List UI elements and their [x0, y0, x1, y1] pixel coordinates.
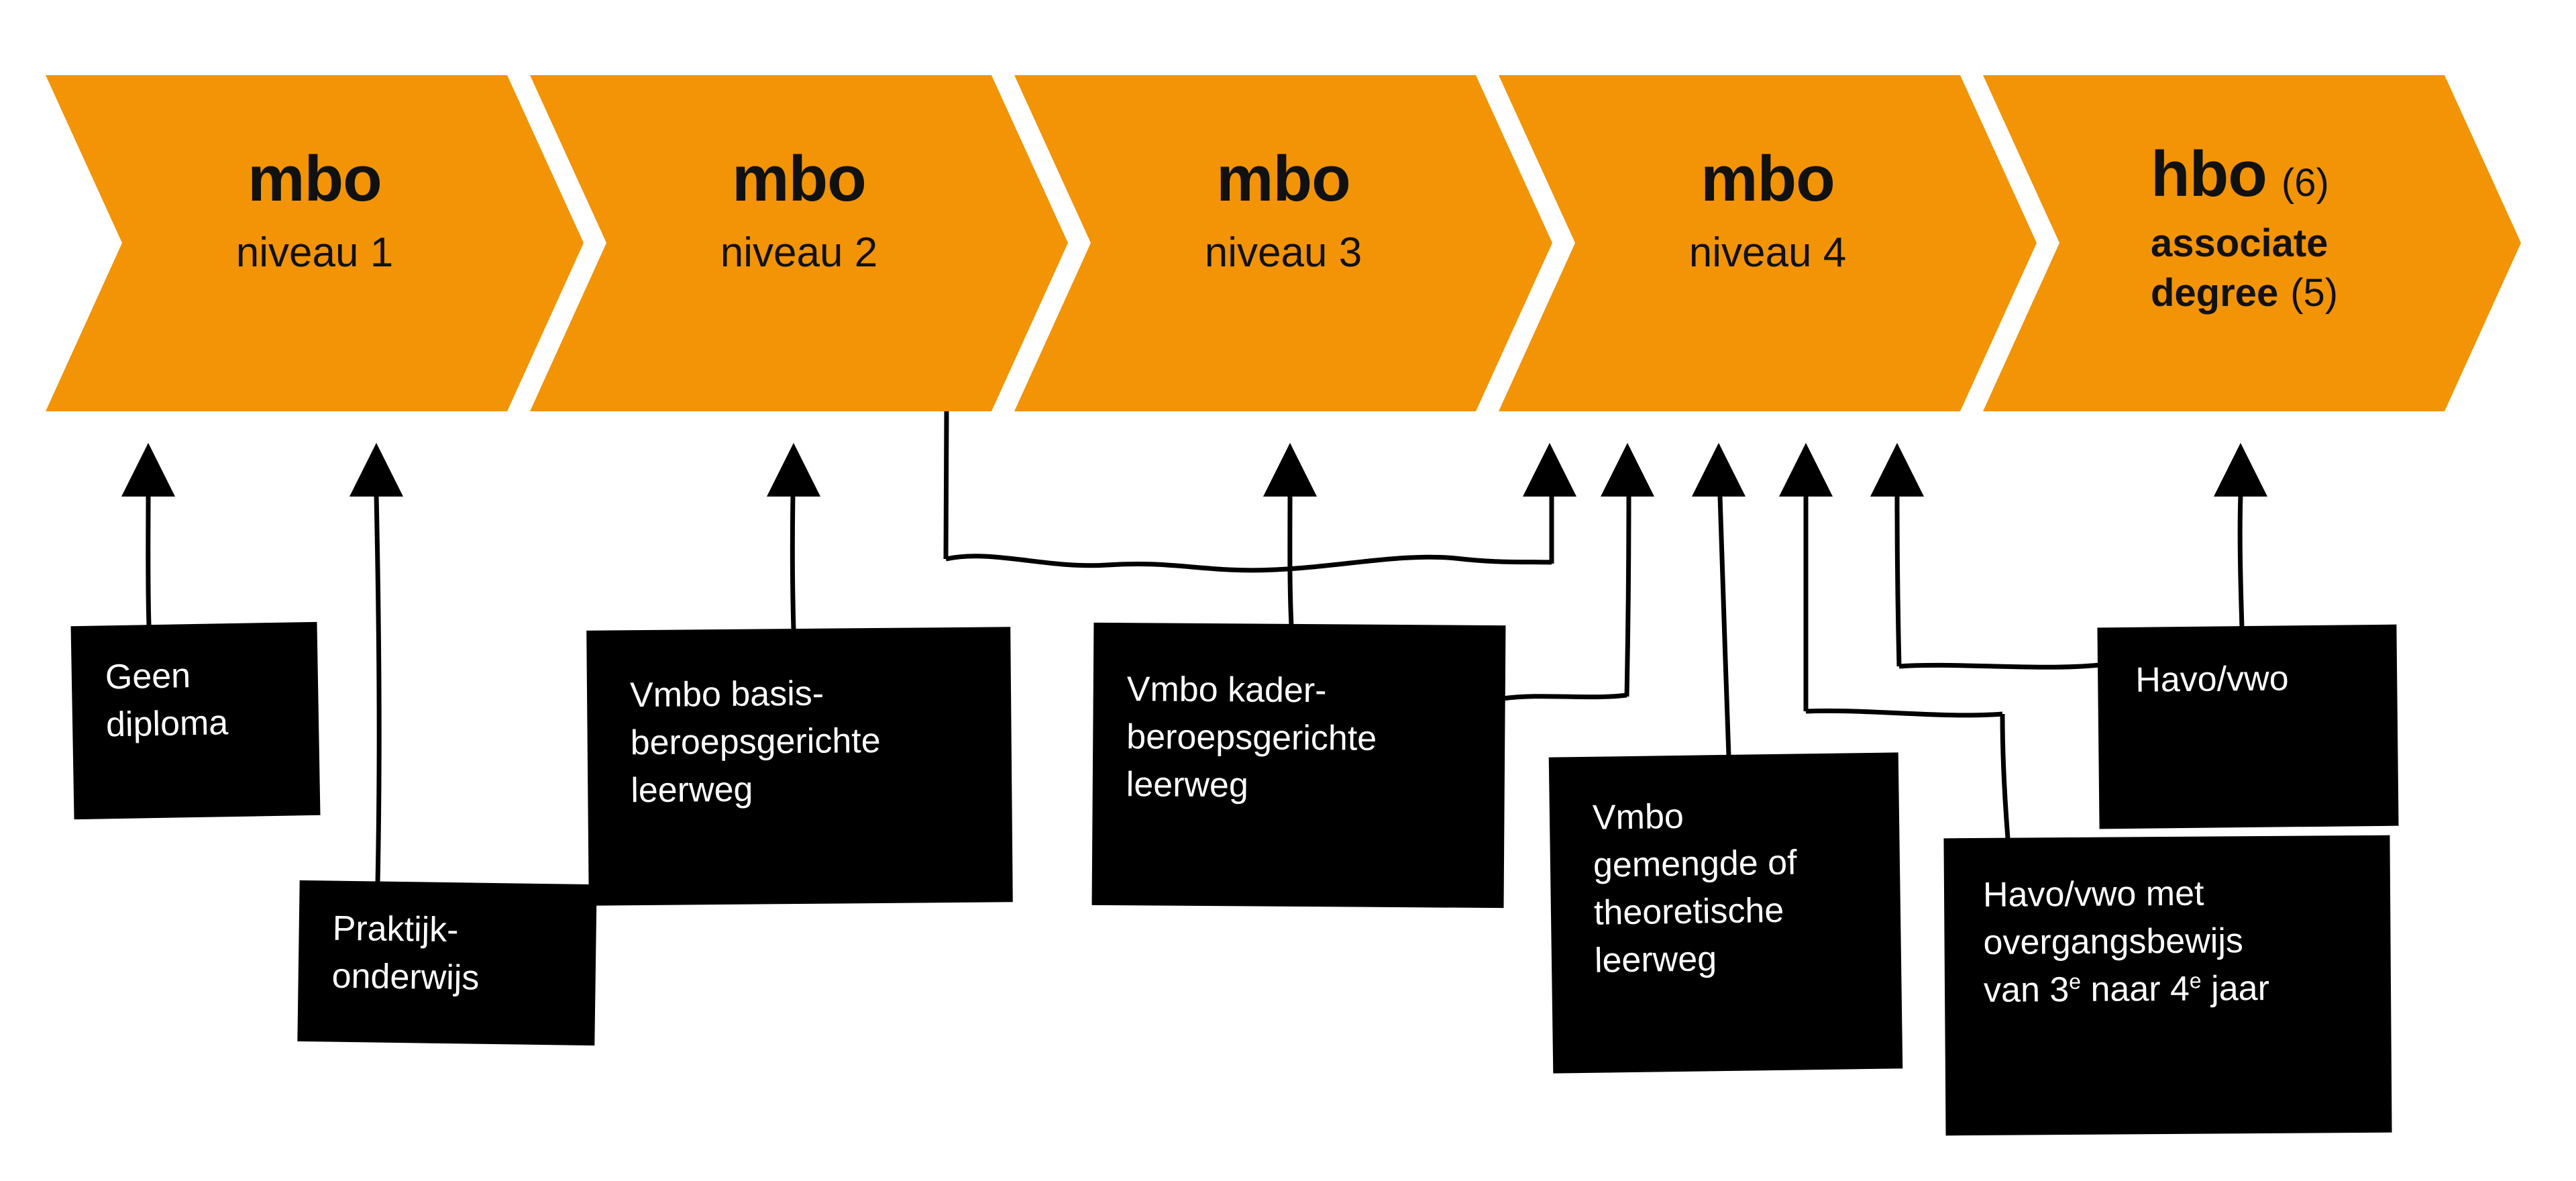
box-line: Havo/vwo — [2135, 659, 2289, 700]
chevron-title-note: (6) — [2281, 160, 2329, 205]
box-line-part: van 3 — [1983, 970, 2070, 1010]
arrow-geen-diploma-to-mbo1 — [121, 443, 175, 626]
chevron-title: mbo — [1216, 142, 1351, 215]
arrow-vmbo-kader-to-mbo3 — [1263, 443, 1317, 626]
chevron-title: hbo — [2151, 138, 2267, 210]
chevron-subtitle: niveau 3 — [1204, 229, 1362, 276]
box-line: diploma — [105, 703, 229, 745]
chevron-line2: associate — [2151, 221, 2328, 265]
chevron-line3: degree — [2151, 270, 2279, 315]
arrow-havo-vwo-to-mbo4 — [1870, 443, 2100, 670]
superscript-e: e — [2069, 969, 2082, 994]
box-line: beroepsgerichte — [630, 721, 881, 763]
box-line: Vmbo — [1592, 797, 1684, 837]
box-line: Havo/vwo met — [1982, 874, 2204, 915]
arrow-havo-vwo-to-hbo — [2214, 443, 2267, 628]
box-line: leerweg — [631, 770, 753, 811]
box-havo-vwo-overgangsbewijs: Havo/vwo met overgangsbewijs van 3e naar… — [1943, 835, 2392, 1136]
arrow-vmbo-kader-to-mbo4 — [1502, 443, 1654, 701]
box-line: onderwijs — [331, 956, 480, 998]
superscript-e: e — [2189, 968, 2202, 993]
box-havo-vwo: Havo/vwo — [2097, 624, 2399, 829]
arrow-praktijkonderwijs-to-mbo1 — [350, 443, 403, 884]
chevron-title: mbo — [732, 142, 867, 215]
box-line: Vmbo kader- — [1126, 670, 1327, 711]
arrow-vmbo-gemengde-to-mbo4 — [1692, 443, 1746, 757]
chevron-line3-note: (5) — [2290, 270, 2339, 315]
box-line: Geen — [105, 656, 191, 697]
box-vmbo-gemengde: Vmbo gemengde of theoretische leerweg — [1548, 752, 1903, 1074]
chevron-mbo-niveau-1: mbo niveau 1 — [46, 75, 584, 411]
chevron-mbo-niveau-3: mbo niveau 3 — [1014, 75, 1552, 411]
box-line: leerweg — [1594, 939, 1717, 980]
box-line: gemengde of — [1593, 843, 1797, 885]
box-line: Praktijk- — [332, 909, 459, 950]
chevron-subtitle: niveau 2 — [720, 229, 878, 276]
chevron-subtitle: niveau 1 — [235, 229, 394, 276]
box-line: beroepsgerichte — [1126, 717, 1377, 758]
box-line-part: naar 4 — [2080, 969, 2190, 1009]
box-praktijkonderwijs: Praktijk- onderwijs — [297, 880, 597, 1046]
box-line: leerweg — [1126, 765, 1249, 805]
arrow-vmbo-basis-to-mbo2 — [767, 443, 820, 631]
chevron-subtitle: niveau 4 — [1688, 229, 1847, 276]
box-geen-diploma: Geen diploma — [70, 621, 321, 820]
arrow-mbo2-junction-to-mbo4 — [943, 411, 1576, 573]
box-vmbo-basis: Vmbo basis- beroepsgerichte leerweg — [586, 627, 1013, 906]
box-line: theoretische — [1593, 890, 1784, 933]
box-vmbo-kader: Vmbo kader- beroepsgerichte leerweg — [1091, 622, 1506, 909]
box-line: van 3e naar 4e jaar — [1984, 964, 2371, 1015]
box-line-part: jaar — [2201, 968, 2270, 1009]
box-line: overgangsbewijs — [1983, 921, 2244, 962]
chevron-hbo: hbo (6) associate degree (5) — [1983, 75, 2521, 411]
chevron-title: mbo — [1701, 142, 1835, 215]
arrow-havo-overgangsbewijs-to-mbo4 — [1779, 443, 2010, 839]
box-line: Vmbo basis- — [629, 674, 824, 715]
chevron-mbo-niveau-2: mbo niveau 2 — [530, 75, 1068, 411]
chevron-mbo-niveau-4: mbo niveau 4 — [1499, 75, 2037, 411]
chevron-title: mbo — [248, 142, 382, 215]
